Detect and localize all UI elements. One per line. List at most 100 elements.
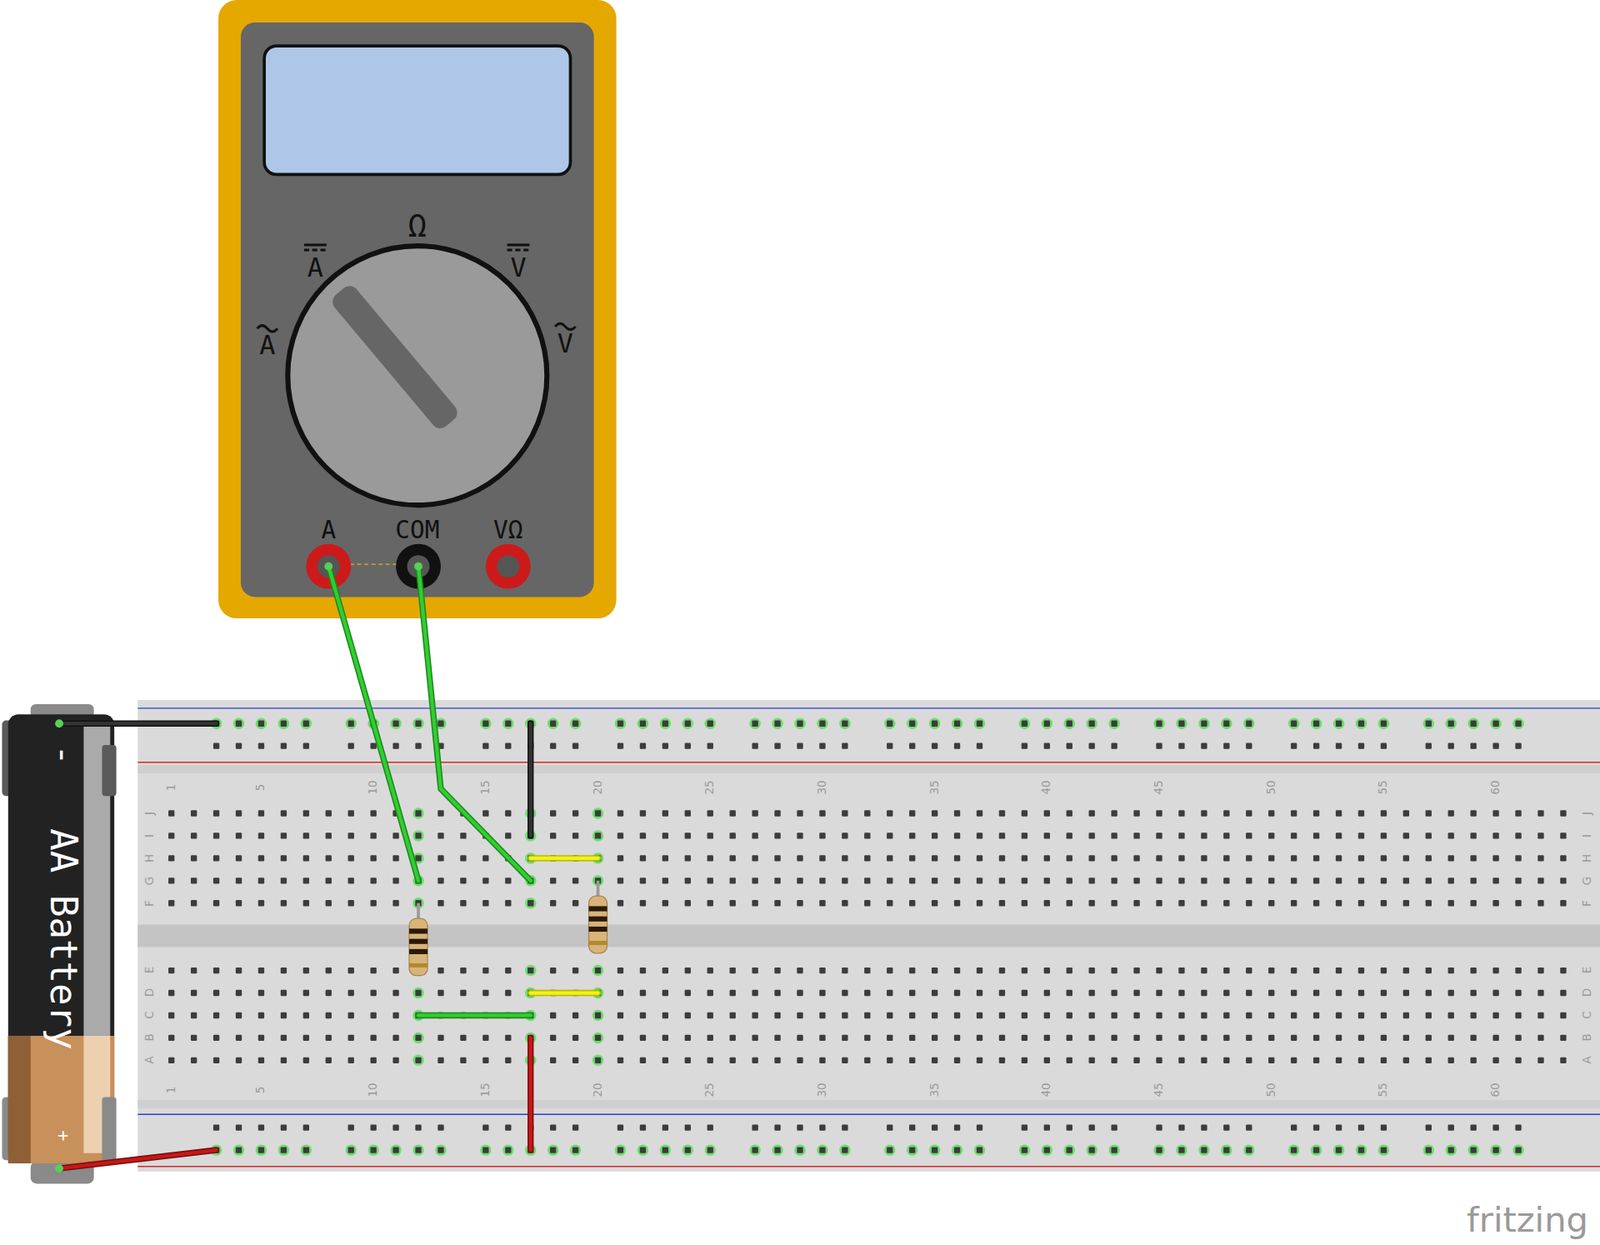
breadboard-hole [1200, 877, 1207, 884]
holes [168, 717, 1567, 1155]
breadboard-hole [213, 855, 220, 861]
breadboard-hole [1313, 967, 1320, 974]
breadboard-hole [617, 743, 624, 750]
connected-hole [660, 1144, 671, 1155]
mode-label: A [307, 255, 324, 282]
breadboard-hole [550, 810, 556, 816]
breadboard-hole [415, 1146, 421, 1153]
breadboard-hole [640, 967, 646, 974]
multimeter-face [240, 22, 595, 597]
mode-label: V [557, 330, 574, 358]
breadboard-hole [1425, 990, 1432, 996]
breadboard-hole [550, 877, 556, 884]
breadboard-hole [819, 967, 825, 974]
breadboard-hole [595, 832, 601, 839]
breadboard-hole [999, 990, 1005, 996]
breadboard-hole [617, 990, 624, 996]
breadboard-hole [1358, 877, 1365, 884]
breadboard-hole [662, 1012, 669, 1019]
breadboard-hole [1133, 855, 1140, 861]
breadboard-hole [751, 1035, 758, 1041]
breadboard-hole [235, 810, 242, 816]
breadboard-hole [1245, 1012, 1252, 1019]
breadboard-hole [550, 743, 556, 750]
breadboard-hole [460, 990, 466, 996]
breadboard-hole [1492, 1057, 1499, 1064]
connected-hole [705, 717, 716, 729]
breadboard-hole [1380, 1146, 1387, 1153]
wire [530, 1037, 531, 1150]
breadboard-hole [1537, 900, 1544, 906]
breadboard-hole [976, 1124, 983, 1130]
column-number: 5 [255, 1085, 267, 1095]
row-letter: C [1582, 1010, 1594, 1020]
breadboard-hole [954, 900, 960, 906]
breadboard-hole [370, 832, 376, 839]
breadboard-hole [1178, 1035, 1185, 1041]
breadboard-hole [1290, 720, 1297, 727]
breadboard-hole [1358, 990, 1365, 996]
breadboard-hole [931, 900, 938, 906]
breadboard-hole [1380, 720, 1387, 727]
breadboard-hole [1223, 967, 1230, 974]
breadboard-hole [1425, 877, 1432, 884]
breadboard-hole [550, 832, 556, 839]
breadboard-hole [1290, 810, 1297, 816]
breadboard-hole [505, 1035, 511, 1041]
column-number: 20 [592, 780, 604, 796]
breadboard-hole [1110, 900, 1117, 906]
breadboard-hole [550, 1124, 556, 1130]
breadboard-hole [819, 832, 825, 839]
breadboard-hole [303, 743, 310, 750]
breadboard-hole [1178, 877, 1185, 884]
connected-hole [1378, 1144, 1390, 1155]
breadboard-hole [640, 743, 646, 750]
row-letter: I [1582, 833, 1594, 839]
breadboard-hole [1178, 1146, 1185, 1153]
breadboard-hole [1335, 1057, 1342, 1064]
breadboard-hole [235, 1146, 242, 1153]
row-letter: A [144, 1055, 155, 1065]
breadboard-hole [235, 1012, 242, 1019]
breadboard-hole [1089, 967, 1095, 974]
breadboard-hole [572, 743, 579, 750]
breadboard-hole [437, 1035, 444, 1041]
breadboard-hole [460, 832, 466, 839]
breadboard-hole [1200, 967, 1207, 974]
breadboard-hole [617, 855, 624, 861]
breadboard-hole [325, 1012, 332, 1019]
breadboard-hole [1425, 1057, 1432, 1064]
connected-hole [412, 1144, 424, 1155]
resistor-symbol [409, 903, 428, 976]
breadboard-hole [1403, 1012, 1410, 1019]
rail-gap [137, 765, 1600, 774]
breadboard-hole [1223, 1124, 1230, 1130]
connected-hole [1512, 1144, 1524, 1155]
breadboard-hole [976, 967, 983, 974]
breadboard-hole [1380, 877, 1387, 884]
breadboard-hole [1492, 900, 1499, 906]
row-letter: E [144, 965, 155, 975]
breadboard-hole [325, 855, 332, 861]
connected-hole [412, 987, 424, 999]
breadboard-hole [1380, 832, 1387, 839]
breadboard-hole [1200, 1057, 1207, 1064]
connected-hole [951, 1144, 963, 1155]
breadboard-hole [662, 810, 669, 816]
breadboard-hole [796, 1012, 803, 1019]
breadboard-hole [841, 810, 848, 816]
breadboard-hole [662, 900, 669, 906]
breadboard-hole [213, 810, 220, 816]
breadboard-hole [1200, 1124, 1207, 1130]
breadboard-hole [640, 810, 646, 816]
connected-hole [660, 717, 671, 729]
breadboard-hole [235, 743, 242, 750]
breadboard-hole [796, 990, 803, 996]
breadboard-hole [909, 1146, 915, 1153]
breadboard-hole [325, 832, 332, 839]
breadboard-hole [258, 967, 265, 974]
breadboard-hole [976, 1146, 983, 1153]
dial-pointer [329, 282, 461, 433]
breadboard-hole [1492, 855, 1499, 861]
breadboard-hole [864, 810, 870, 816]
